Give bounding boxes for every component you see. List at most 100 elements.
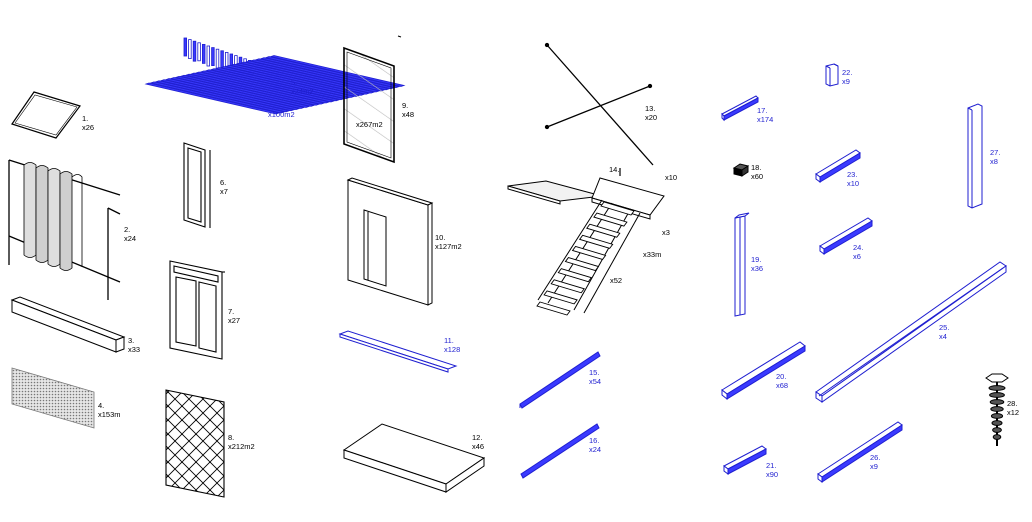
horizontal-slat [189,72,326,105]
stair-tread [543,290,578,305]
stair-tread [600,201,635,216]
label-6: 6.x7 [220,178,228,196]
window-shape [169,260,225,360]
label-21: 21.x90 [766,461,779,479]
short-beam-shape [721,95,759,122]
item-number: 16. [589,436,600,445]
horizontal-slat [154,80,291,113]
item-quantity: x212m2 [228,441,255,451]
floor-panel-shape [11,91,81,139]
item-quantity: x9 [870,461,878,471]
item-quantity: x9 [842,76,850,86]
horizontal-slat [199,70,336,103]
item-number: 3. [128,336,135,345]
item-quantity: x100m2 [268,110,295,119]
item-quantity: x48 [402,109,415,119]
item-quantity: x24m2 [291,86,314,96]
label-26: 26.x9 [870,453,881,471]
vertical-slat [192,40,197,62]
label-14-d: x52 [610,276,622,286]
label-22: 22.x9 [842,68,853,86]
plank-shape [338,330,458,373]
item-quantity: x10 [665,173,678,182]
item-number: 11. [444,336,454,345]
stair-tread [550,279,585,294]
channel-beam-small-shape [819,217,873,255]
item-quantity: x24 [589,444,602,454]
lattice-screen-shape [165,389,225,498]
screw-thread [990,406,1004,412]
stair-tread [536,301,571,316]
item-number: 7. [228,307,235,316]
item-quantity: x27 [228,315,241,325]
label-14-a: x10 [665,173,678,183]
label-25: 25.x4 [939,323,950,341]
item-number: 12. [472,433,483,442]
item-number: 28. [1007,399,1018,408]
label-24: 24.x6 [853,243,863,261]
label-20: 20.x68 [776,372,788,390]
item-quantity: x7 [220,186,228,196]
horizontal-slat [174,75,311,108]
item-quantity: x90 [766,469,779,479]
stair-tread [578,234,614,249]
label-5: 5.x24m2 [291,78,314,96]
label-3: 3.x33 [128,336,141,354]
horizontal-slat [179,74,316,107]
item-number: 10. [435,233,446,242]
screw-thread [988,385,1006,391]
item-quantity: x267m2 [356,120,383,129]
item-quantity: x33 [128,344,141,354]
door-shape [183,142,211,228]
item-quantity: x127m2 [435,241,462,251]
label-7: 7.x27 [228,307,241,325]
label-18: 18.x60 [751,163,764,181]
steel-rod-long-shape [520,423,600,479]
curtain-frame-shape [8,159,121,300]
label-16: 16.x24 [589,436,602,454]
item-quantity: x153m [98,409,121,419]
label-27: 27.x8 [990,148,1000,166]
label-14-b: x3 [662,228,670,238]
glass-panel-shape [343,35,402,164]
label-1: 1.x26 [82,114,94,132]
item-quantity: x54 [589,376,602,386]
item-quantity: x3 [662,228,670,237]
staircase-shape [507,168,665,316]
label-15: 15.x54 [589,368,602,386]
item-number: 9. [402,101,409,110]
item-quantity: x128 [444,344,461,354]
item-number: 1. [82,114,89,123]
stair-tread [586,223,621,238]
screw-thread [992,427,1002,433]
horizontal-slat [184,73,321,106]
label-9-inner: x267m2 [356,120,383,130]
steel-rod-shape [519,351,601,409]
item-quantity: x60 [751,171,764,181]
item-quantity: x4 [939,331,947,341]
horizontal-slat [204,69,341,102]
item-quantity: x24 [124,233,137,243]
horizontal-slat [159,79,296,112]
screw-thread [989,399,1005,405]
label-12: 12.x46 [472,433,484,451]
i-beam-medium-shape [817,421,903,483]
item-quantity: x36 [751,263,764,273]
item-number: 6. [220,178,227,187]
item-number: 25. [939,323,950,332]
item-quantity: x12 [1007,407,1020,417]
tall-column-shape [967,103,983,209]
label-10: 10.x127m2 [435,233,462,251]
label-11: 11.x128 [444,336,461,354]
label-2: 2.x24 [124,225,137,243]
stair-tread [571,245,607,260]
screw-thread [989,392,1005,398]
label-13: 13.x20 [645,104,657,122]
label-4: 4.x153m [98,401,121,419]
item-quantity: x6 [853,251,861,261]
bracket-shape [825,63,839,87]
item-number: 22. [842,68,853,77]
label-8: 8.x212m2 [228,433,255,451]
item-number: 8. [228,433,235,442]
item-number: 26. [870,453,881,462]
